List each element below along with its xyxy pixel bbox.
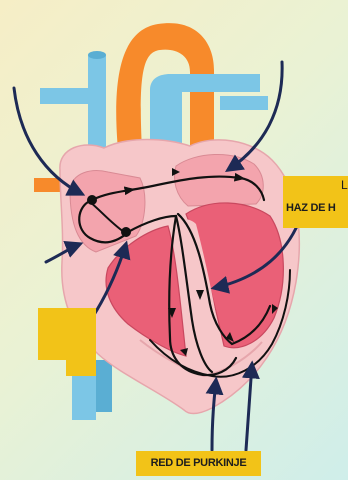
av-node [121,227,131,237]
label-his-bundle-text: HAZ DE H [286,202,336,214]
label-purkinje-network: RED DE PURKINJE [136,451,261,476]
sa-node [87,195,97,205]
inferior-vena-cava-2 [96,360,112,412]
label-sa-node-tab [66,336,96,376]
pulmonary-vein-right [220,96,268,110]
pulmonary-vein-left [40,88,88,104]
superior-vena-cava [88,55,106,150]
label-his-bundle-cut-text: L [341,178,347,192]
superior-vena-cava-opening [88,51,106,59]
label-his-bundle: HAZ DE H L [283,176,348,228]
